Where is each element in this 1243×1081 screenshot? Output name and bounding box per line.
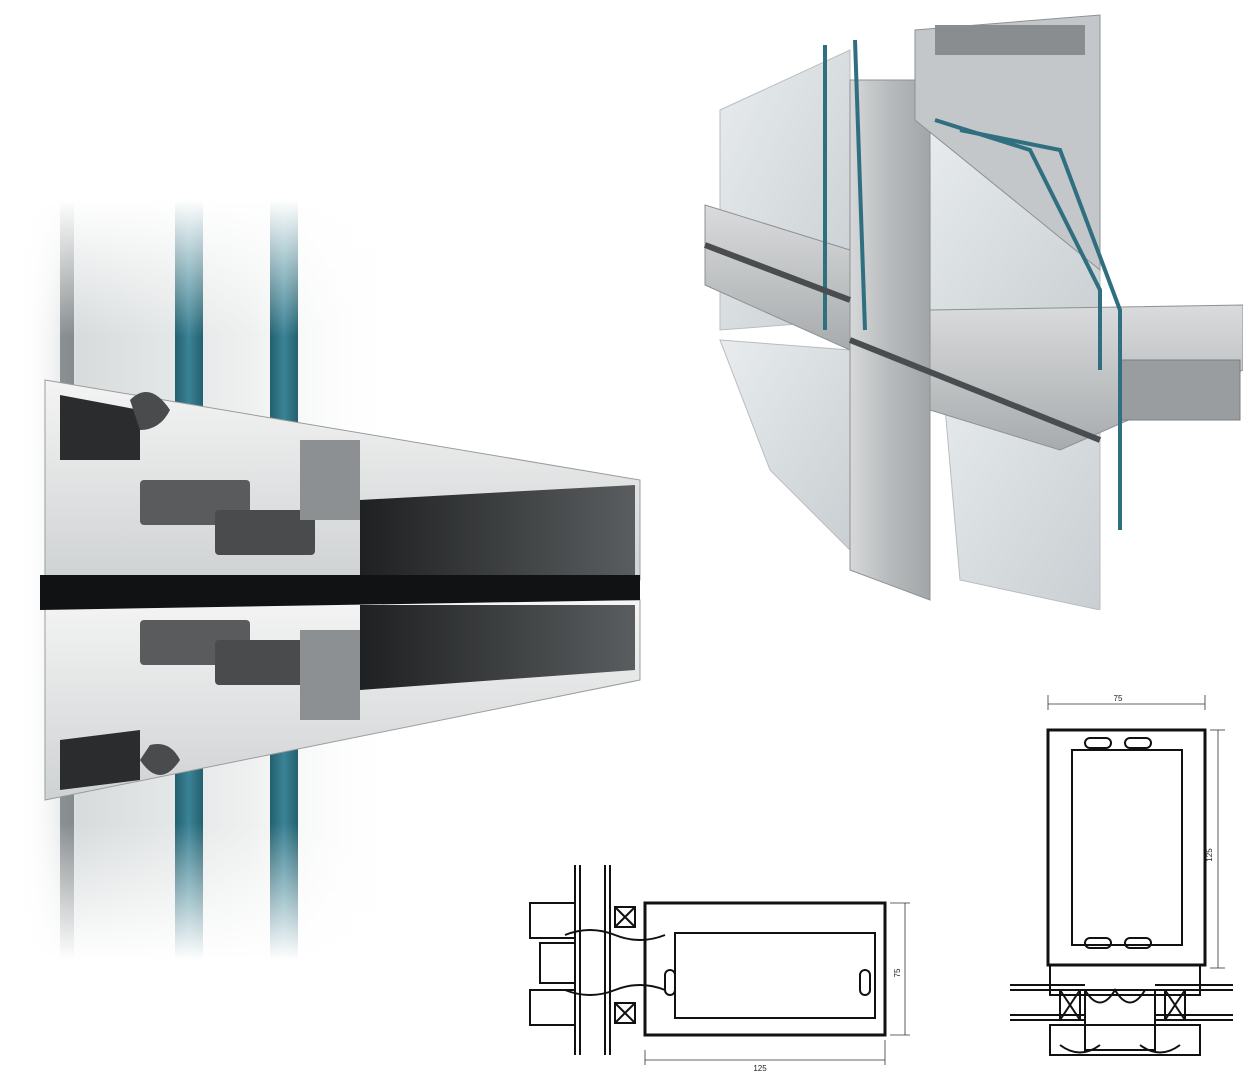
gasket-top-left <box>1084 737 1112 749</box>
render-fade <box>0 200 680 960</box>
bottom-gaskets <box>1059 1044 1181 1054</box>
horizontal-section-svg: 125 75 <box>529 865 910 1073</box>
mullion <box>849 79 931 601</box>
dim-width-label: 75 <box>1114 694 1123 703</box>
spacer-left <box>1059 989 1081 1021</box>
spacer-right-x2 <box>1164 989 1186 1021</box>
gasket-bottom-left <box>1084 937 1112 949</box>
gasket-bottom-right <box>1124 937 1152 949</box>
spacer-top <box>614 906 636 928</box>
pressure-plate <box>1049 1024 1201 1056</box>
gasket-top-right <box>1124 737 1152 749</box>
transom-end-cavity <box>1119 359 1241 421</box>
pressure-plate-top <box>529 902 576 939</box>
thermal-break-outline <box>564 929 666 996</box>
gasket-left <box>664 969 676 996</box>
vertical-section-svg: 75 125 <box>1010 694 1233 1056</box>
transom-joint-left <box>703 242 852 303</box>
spacer-top-x2 <box>614 906 636 928</box>
clamp-top-plate <box>1049 964 1201 996</box>
spacer-bottom <box>614 1002 636 1024</box>
thermal-break <box>1084 988 1146 1004</box>
core-profile <box>1084 989 1156 1051</box>
horizontal-section-drawing: 125 75 <box>520 855 920 1081</box>
transom-left <box>704 204 851 351</box>
glass-edge-2 <box>853 39 867 331</box>
glass-lower-left <box>719 339 851 552</box>
mullion-top-cavity <box>935 25 1085 55</box>
mullion-transom-render <box>700 10 1243 610</box>
mullion-inner-box <box>674 932 876 1019</box>
cover-cap <box>539 942 576 984</box>
mullion-outer-box <box>643 901 887 1037</box>
spacer-left-x2 <box>1059 989 1081 1021</box>
pressure-plate-bottom <box>529 989 576 1026</box>
mullion-transom-svg <box>703 14 1243 610</box>
dim-height-label: 125 <box>1205 848 1214 862</box>
section-render <box>0 200 680 960</box>
section-render-svg <box>0 200 680 960</box>
glass-edge-4 <box>959 128 1122 530</box>
spacer-bottom-x2 <box>614 1002 636 1024</box>
vertical-section-drawing: 75 125 <box>1000 690 1243 1081</box>
gasket-right <box>859 969 871 996</box>
transom-joint-right <box>848 337 1102 443</box>
dim-width-label: 125 <box>753 1064 767 1073</box>
dim-height-label: 75 <box>893 968 902 977</box>
spacer-right <box>1164 989 1186 1021</box>
transom-inner-box <box>1071 749 1183 946</box>
